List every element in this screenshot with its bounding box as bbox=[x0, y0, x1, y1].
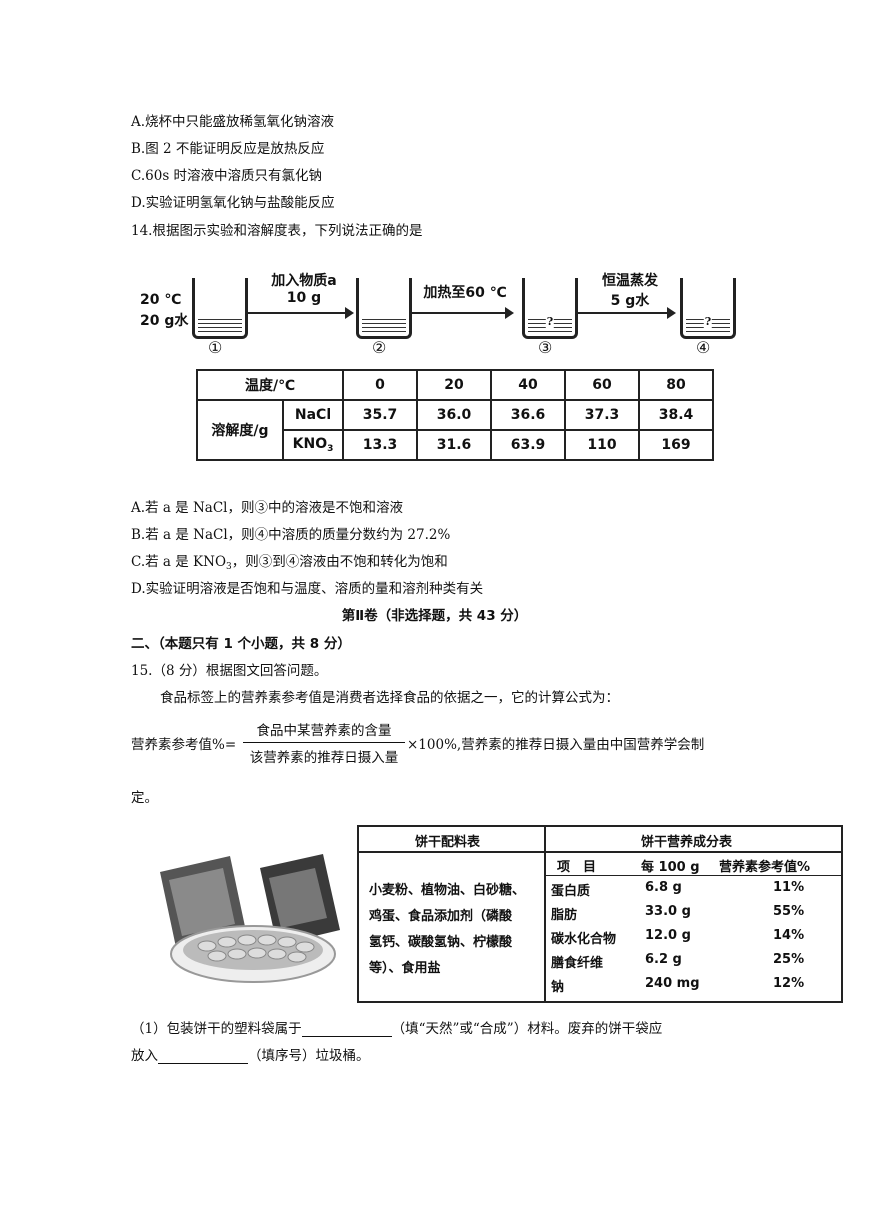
q13-option-d: D.实验证明氢氧化钠与盐酸能反应 bbox=[131, 195, 335, 211]
q14-option-c-rest: ，则③到④溶液由不饱和转化为饱和 bbox=[231, 554, 448, 570]
value-cell: 31.6 bbox=[416, 429, 492, 461]
answer-blank-1[interactable] bbox=[301, 1022, 392, 1037]
solubility-group: 溶解度/g bbox=[196, 399, 284, 461]
step3-line2: 5 g水 bbox=[610, 293, 650, 309]
q14-option-a: A.若 a 是 NaCl，则③中的溶液是不饱和溶液 bbox=[131, 500, 403, 516]
nutrition-cell: 6.8 g bbox=[645, 880, 682, 895]
q15-1-line2: 放入 （填序号）垃圾桶。 bbox=[131, 1044, 370, 1064]
nutrition-cell: 碳水化合物 bbox=[551, 932, 617, 947]
beaker-4: ? bbox=[680, 278, 736, 339]
q13-option-b: B.图 2 不能证明反应是放热反应 bbox=[131, 141, 325, 157]
value-cell: 36.0 bbox=[416, 399, 492, 431]
nutrition-cell: 12.0 g bbox=[645, 928, 691, 943]
beaker-1 bbox=[192, 278, 248, 339]
row-name-nacl: NaCl bbox=[282, 399, 344, 431]
step2-label: 加热至60 ℃ bbox=[423, 285, 507, 301]
beaker-2-label: ② bbox=[372, 338, 387, 357]
start-water: 20 g水 bbox=[140, 313, 189, 329]
nutrition-cell: 55% bbox=[773, 904, 805, 919]
start-temp: 20 ℃ bbox=[140, 292, 182, 308]
ingredient-line: 氢钙、碳酸氢钠、柠檬酸 bbox=[369, 935, 513, 950]
nutrition-cell: 膳食纤维 bbox=[551, 956, 604, 971]
q14-option-d: D.实验证明溶液是否饱和与温度、溶质的量和溶剂种类有关 bbox=[131, 581, 484, 597]
q14-option-b: B.若 a 是 NaCl，则④中溶质的质量分数约为 27.2% bbox=[131, 527, 451, 543]
arrow-2 bbox=[412, 307, 514, 319]
q15-1-text-b: （填“天然”或“合成”）材料。废弃的饼干袋应 bbox=[391, 1021, 663, 1037]
section2-heading: 二、（本题只有 1 个小题，共 8 分） bbox=[131, 636, 351, 652]
temp-cell: 60 bbox=[564, 369, 640, 401]
biscuit-info-table: 饼干配料表 小麦粉、植物油、白砂糖、 鸡蛋、食品添加剂（磷酸 氢钙、碳酸氢钠、柠… bbox=[357, 825, 843, 1003]
nutrition-cell: 6.2 g bbox=[645, 952, 682, 967]
nutrition-cell: 14% bbox=[773, 928, 805, 943]
q14-option-c-sub: 3 bbox=[226, 562, 232, 572]
formula-rhs: ×100%,营养素的推荐日摄入量由中国营养学会制 bbox=[407, 737, 705, 753]
formula-tail: 定。 bbox=[131, 790, 158, 806]
ingredients-title: 饼干配料表 bbox=[415, 835, 481, 850]
nutrition-header: 项 目 bbox=[557, 860, 597, 875]
formula-fraction: 食品中某营养素的含量 该营养素的推荐日摄入量 bbox=[243, 719, 405, 766]
formula-denominator: 该营养素的推荐日摄入量 bbox=[249, 750, 399, 766]
value-cell: 37.3 bbox=[564, 399, 640, 431]
formula-numerator: 食品中某营养素的含量 bbox=[243, 719, 405, 743]
ingredient-line: 等）、食用盐 bbox=[369, 961, 441, 976]
biscuit-photo bbox=[160, 854, 340, 983]
nutrition-cell: 33.0 g bbox=[645, 904, 691, 919]
nutrition-cell: 蛋白质 bbox=[551, 884, 591, 899]
kno3-text: KNO bbox=[292, 436, 328, 452]
q13-option-a: A.烧杯中只能盛放稀氢氧化钠溶液 bbox=[131, 114, 335, 130]
value-cell: 63.9 bbox=[490, 429, 566, 461]
nutrition-cell: 240 mg bbox=[645, 976, 700, 991]
q14-option-c-text: C.若 a 是 KNO bbox=[131, 554, 227, 570]
value-cell: 169 bbox=[638, 429, 714, 461]
beaker-2 bbox=[356, 278, 412, 339]
q14-option-c: C.若 a 是 KNO3，则③到④溶液由不饱和转化为饱和 bbox=[131, 550, 448, 572]
arrow-1 bbox=[248, 307, 354, 319]
q14-stem: 14.根据图示实验和溶解度表，下列说法正确的是 bbox=[131, 223, 423, 239]
ingredient-line: 小麦粉、植物油、白砂糖、 bbox=[369, 883, 526, 898]
q15-1-text-a: （1）包装饼干的塑料袋属于 bbox=[131, 1021, 302, 1037]
q15-1-line1: （1）包装饼干的塑料袋属于 （填“天然”或“合成”）材料。废弃的饼干袋应 bbox=[131, 1017, 662, 1037]
temp-cell: 80 bbox=[638, 369, 714, 401]
nutrition-title: 饼干营养成分表 bbox=[641, 835, 733, 850]
step3-line1: 恒温蒸发 bbox=[602, 273, 658, 289]
arrow-3 bbox=[578, 307, 676, 319]
part2-title: 第Ⅱ卷（非选择题，共 43 分） bbox=[341, 608, 528, 624]
ingredient-line: 鸡蛋、食品添加剂（磷酸 bbox=[369, 909, 513, 924]
step1-line2: 10 g bbox=[286, 290, 322, 306]
step1-line1: 加入物质a bbox=[271, 273, 337, 289]
q15-stem: 15.（8 分）根据图文回答问题。 bbox=[131, 663, 328, 679]
value-cell: 35.7 bbox=[342, 399, 418, 431]
temp-cell: 0 bbox=[342, 369, 418, 401]
nutrition-cell: 钠 bbox=[551, 980, 565, 995]
beaker-diagram: 20 ℃ 20 g水 ① 加入物质a 10 g ② 加热至60 ℃ ? ③ 恒温… bbox=[136, 262, 736, 462]
q13-option-c: C.60s 时溶液中溶质只有氯化钠 bbox=[131, 168, 323, 184]
beaker-1-label: ① bbox=[208, 338, 223, 357]
nutrition-cell: 25% bbox=[773, 952, 805, 967]
temp-header: 温度/℃ bbox=[196, 369, 344, 401]
nutrition-cell: 12% bbox=[773, 976, 805, 991]
value-cell: 13.3 bbox=[342, 429, 418, 461]
formula-lhs: 营养素参考值%= bbox=[131, 737, 237, 753]
nutrition-cell: 脂肪 bbox=[551, 908, 578, 923]
beaker-3: ? bbox=[522, 278, 578, 339]
temp-cell: 20 bbox=[416, 369, 492, 401]
temp-cell: 40 bbox=[490, 369, 566, 401]
value-cell: 36.6 bbox=[490, 399, 566, 431]
value-cell: 38.4 bbox=[638, 399, 714, 431]
nutrition-header: 每 100 g bbox=[641, 860, 700, 875]
nutrition-cell: 11% bbox=[773, 880, 805, 895]
nutrition-header: 营养素参考值% bbox=[719, 860, 811, 875]
q15-1-text-d: （填序号）垃圾桶。 bbox=[248, 1048, 370, 1064]
answer-blank-2[interactable] bbox=[158, 1049, 248, 1064]
solubility-table: 温度/℃ 0 20 40 60 80 溶解度/g NaCl 35.7 36.0 … bbox=[196, 369, 714, 461]
value-cell: 110 bbox=[564, 429, 640, 461]
q15-intro: 食品标签上的营养素参考值是消费者选择食品的依据之一，它的计算公式为： bbox=[160, 690, 619, 706]
kno3-sub: 3 bbox=[327, 444, 334, 454]
q15-1-text-c: 放入 bbox=[131, 1048, 158, 1064]
beaker-3-label: ③ bbox=[538, 338, 553, 357]
beaker-4-label: ④ bbox=[696, 338, 711, 357]
row-name-kno3: KNO3 bbox=[282, 429, 344, 461]
